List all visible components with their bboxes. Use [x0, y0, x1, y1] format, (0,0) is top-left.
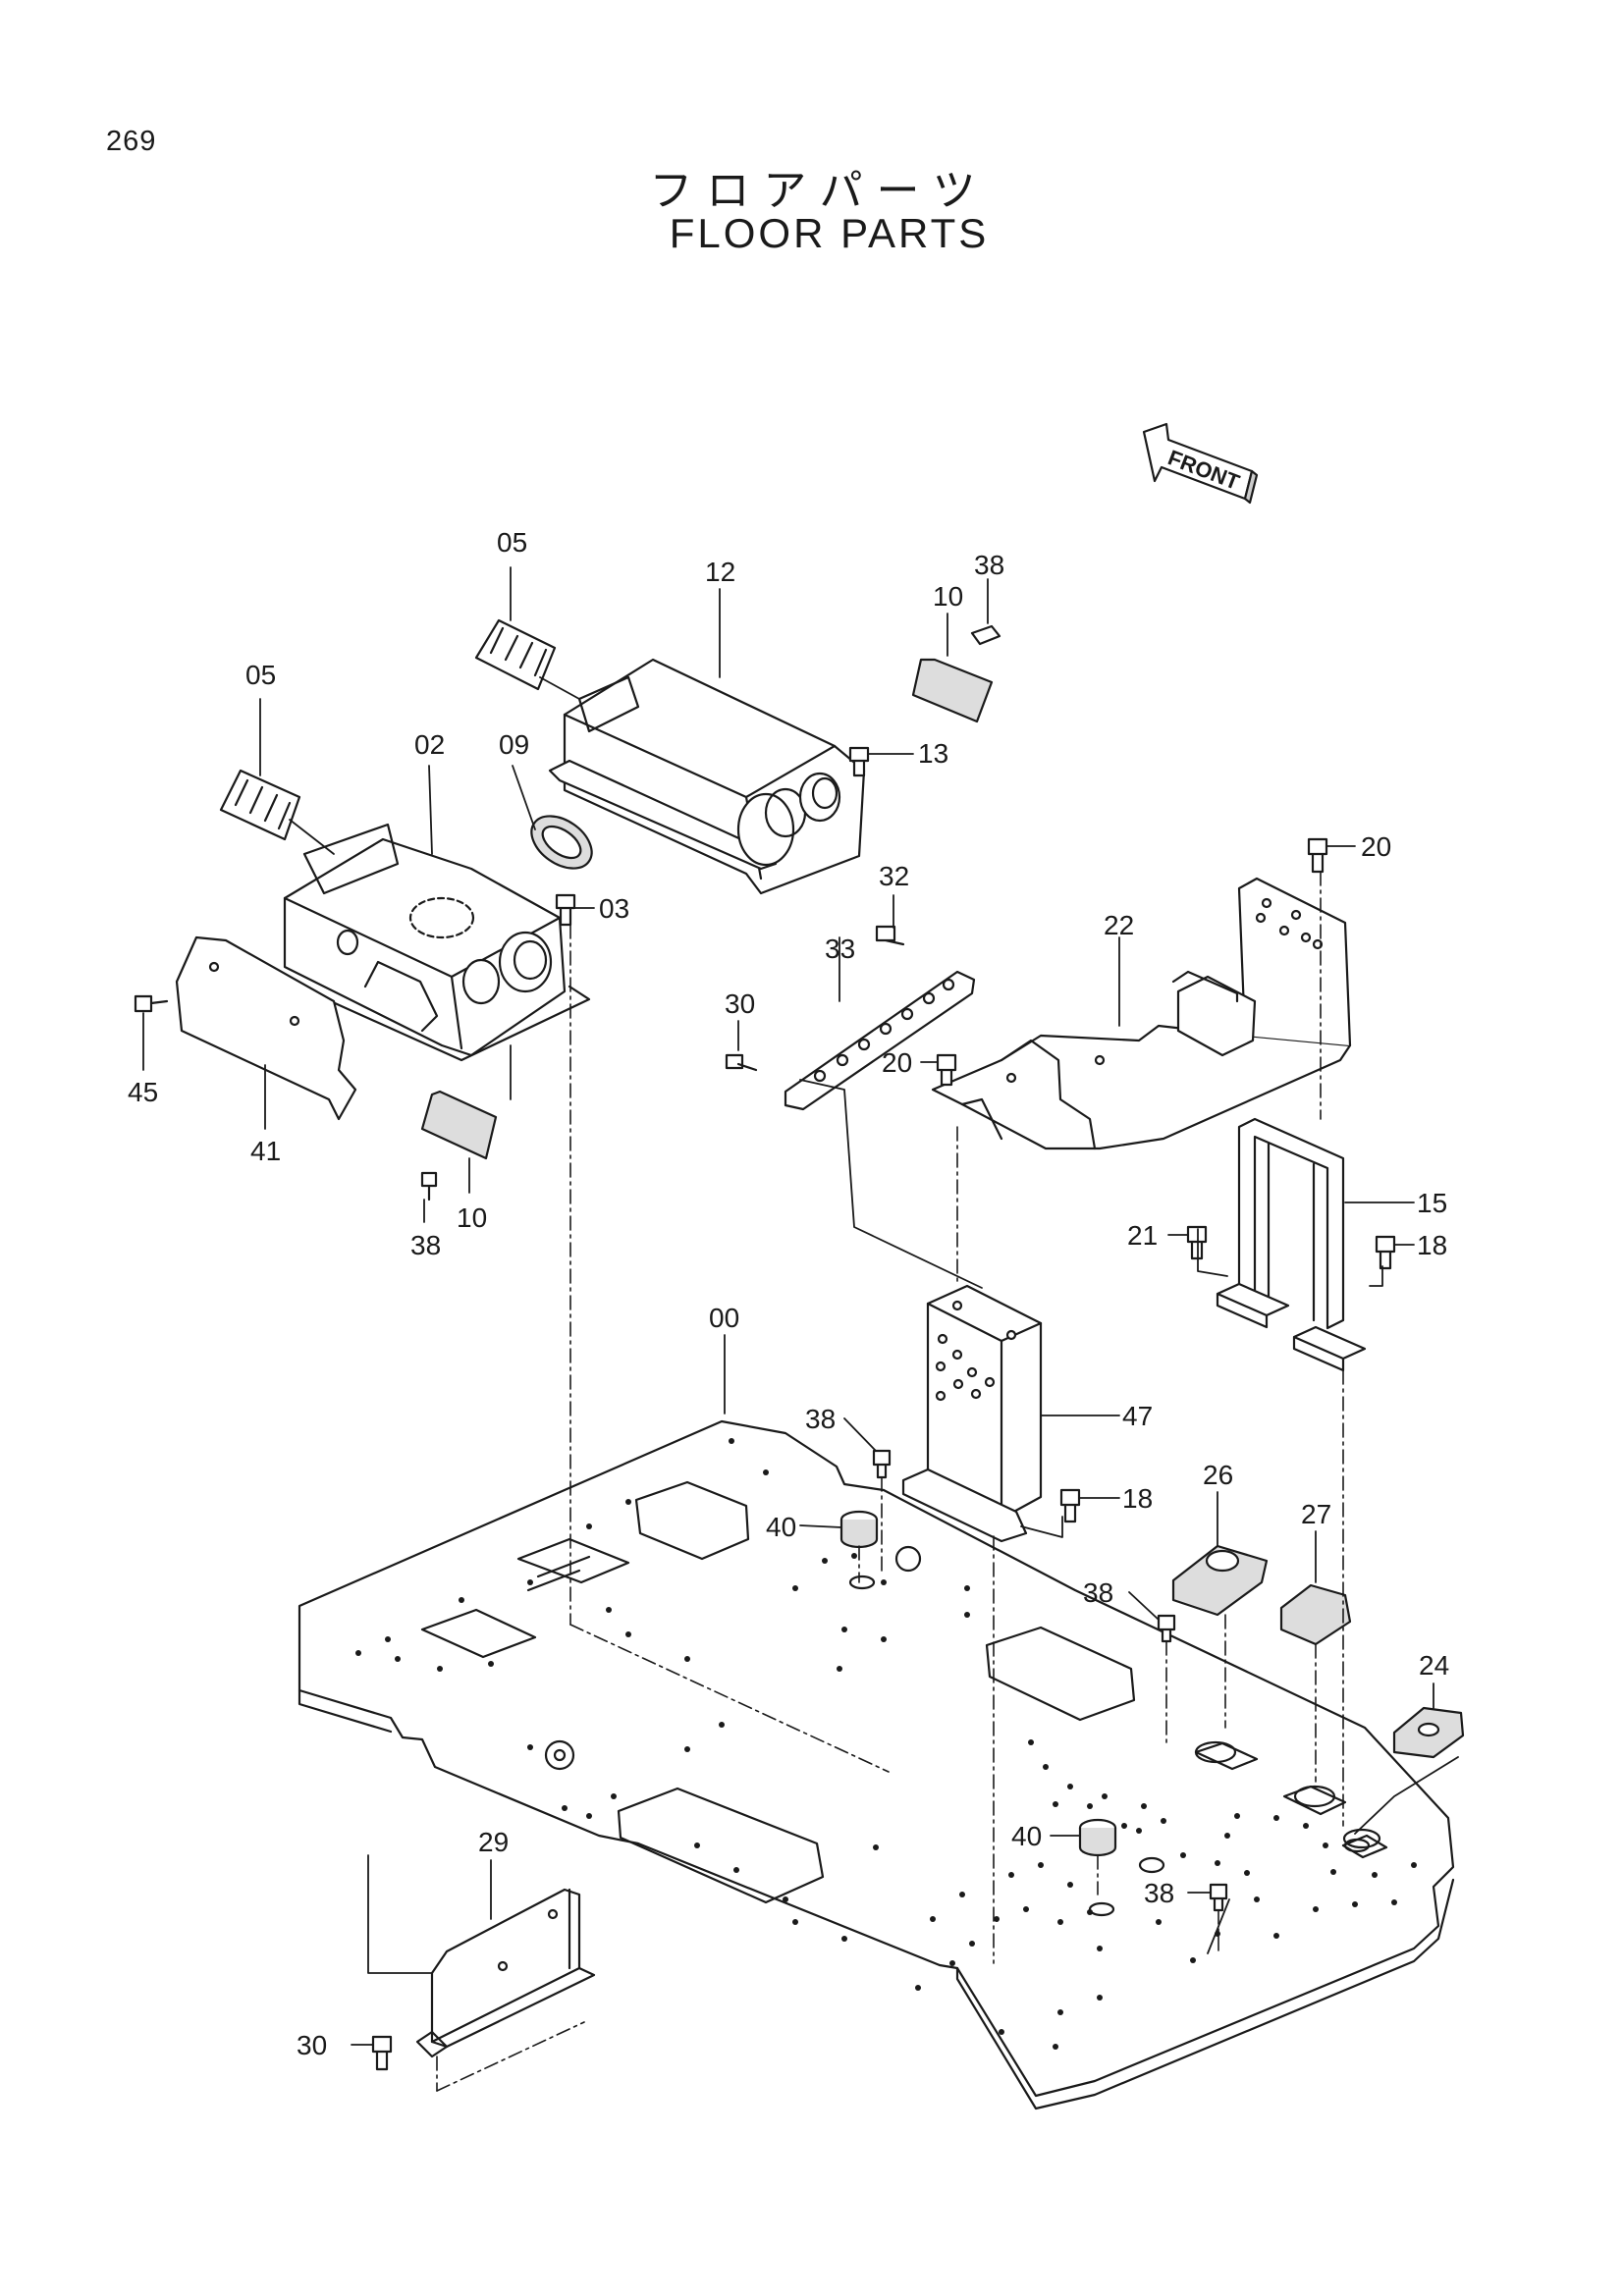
callout-38: 38	[1144, 1878, 1174, 1908]
title-english: FLOOR PARTS	[669, 210, 990, 256]
part-26-pad	[1171, 1544, 1269, 1617]
page-number: 269	[106, 126, 157, 157]
callout-38: 38	[805, 1404, 836, 1434]
part-22-frame	[931, 877, 1352, 1150]
part-29-bracket	[415, 1888, 596, 2058]
floor-plate	[298, 1419, 1455, 2110]
part-10-pad-lower	[420, 1090, 498, 1160]
callout-38: 38	[410, 1230, 441, 1260]
callout-15: 15	[1417, 1188, 1447, 1218]
callout-20: 20	[882, 1047, 912, 1078]
callout-40: 40	[766, 1512, 796, 1542]
part-47-bracket	[901, 1284, 1043, 1543]
callout-18: 18	[1122, 1483, 1153, 1514]
callout-27: 27	[1301, 1499, 1331, 1529]
callout-21: 21	[1127, 1220, 1158, 1251]
part-05-connector-lower	[219, 769, 301, 841]
part-40-plug-upper	[839, 1510, 879, 1549]
part-02-duct	[263, 823, 591, 1062]
callout-38: 38	[1083, 1577, 1113, 1608]
title-japanese: フロアパーツ	[649, 166, 990, 216]
part-10-pad-upper	[911, 658, 994, 723]
callout-labels: 05 05 12 38 10 13 02 09 03 20 32 33 22 3…	[128, 527, 1449, 2060]
callout-30: 30	[725, 988, 755, 1019]
callout-30: 30	[297, 2030, 327, 2060]
part-05-connector-upper	[474, 618, 557, 691]
callout-38: 38	[974, 550, 1004, 580]
callout-05: 05	[245, 660, 276, 690]
callout-47: 47	[1122, 1401, 1153, 1431]
callout-10: 10	[457, 1202, 487, 1233]
assembly-lines	[436, 871, 1344, 2092]
callout-02: 02	[414, 729, 445, 760]
part-12-duct	[548, 658, 866, 895]
part-40-plug-lower	[1078, 1818, 1117, 1857]
part-24-grommet	[1392, 1706, 1465, 1759]
part-09-gasket	[530, 815, 593, 870]
callout-09: 09	[499, 729, 529, 760]
callout-32: 32	[879, 861, 909, 891]
part-27-pad	[1279, 1583, 1352, 1646]
callout-26: 26	[1203, 1460, 1233, 1490]
callout-29: 29	[478, 1827, 509, 1857]
callout-45: 45	[128, 1077, 158, 1107]
callout-10: 10	[933, 581, 963, 612]
part-41-cover	[175, 935, 357, 1121]
callout-00: 00	[709, 1303, 739, 1333]
callout-40: 40	[1011, 1821, 1042, 1851]
callout-12: 12	[705, 557, 735, 587]
callout-13: 13	[918, 738, 948, 769]
part-33-rail	[784, 970, 976, 1111]
callout-33: 33	[825, 934, 855, 964]
callout-24: 24	[1419, 1650, 1449, 1681]
callout-20: 20	[1361, 831, 1391, 862]
callout-05: 05	[497, 527, 527, 558]
callout-18: 18	[1417, 1230, 1447, 1260]
part-15-bracket	[1216, 1117, 1367, 1372]
floor-holes	[355, 1438, 1417, 2050]
callout-41: 41	[250, 1136, 281, 1166]
front-arrow-icon	[1142, 422, 1259, 505]
callout-22: 22	[1104, 910, 1134, 940]
leader-lines	[142, 566, 1459, 2046]
callout-03: 03	[599, 893, 629, 924]
bolt-icons	[134, 624, 1396, 2071]
